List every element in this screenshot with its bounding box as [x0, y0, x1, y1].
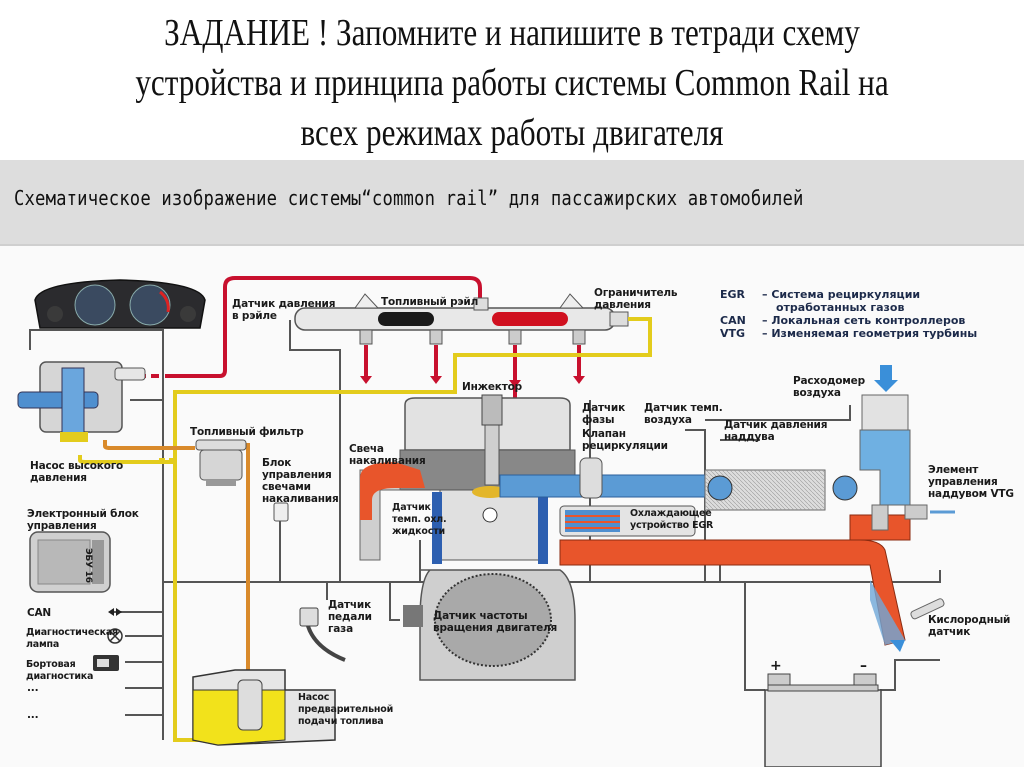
glow-plug-control-unit [273, 502, 289, 522]
slide-title: ЗАДАНИЕ ! Запомните и напишите в тетради… [92, 8, 932, 158]
label-injector: Инжектор [462, 381, 522, 393]
label-fuel-rail: Топливный рэйл [381, 296, 479, 308]
label-air-temp-sensor: Датчик темп.воздуха [644, 402, 723, 426]
high-pressure-pump [17, 361, 146, 442]
turbocharger [871, 504, 955, 531]
label-more-2: ... [27, 709, 39, 721]
ecu-badge: ЭБУ 16 [83, 548, 93, 583]
label-more-1: ... [27, 682, 39, 694]
instrument-cluster [34, 279, 206, 329]
diagnostic-lamp-icon [107, 628, 123, 644]
fuel-rail [294, 293, 629, 345]
fuel-filter [195, 439, 247, 486]
diagram-caption: Схематическое изображение системы“common… [14, 186, 804, 210]
oxygen-sensor [910, 598, 945, 620]
abbreviation-legend: EGR– Система рециркуляции отработанных г… [720, 288, 977, 340]
fuel-tank [192, 669, 336, 746]
ecu-box [29, 531, 111, 593]
battery [764, 673, 882, 767]
label-can: CAN [27, 607, 52, 619]
egr-cooler [559, 457, 696, 537]
engine [359, 394, 576, 681]
title-line-3: всех режимах работы двигателя [300, 112, 724, 154]
battery-minus: – [860, 658, 867, 674]
legend-egr: EGR– Система рециркуляции [720, 288, 921, 301]
title-line-2: устройства и принципа работы системы Com… [135, 62, 889, 104]
label-fuel-filter: Топливный фильтр [190, 426, 304, 438]
exhaust-path [559, 514, 911, 652]
legend-can: CAN– Локальная сеть контроллеров [720, 314, 966, 327]
legend-vtg: VTG– Изменяемая геометрия турбины [720, 327, 978, 340]
intake-path [499, 365, 911, 511]
legend-egr-line2: отработанных газов [776, 301, 905, 314]
accelerator-pedal [299, 607, 346, 662]
battery-plus: + [770, 658, 782, 674]
can-icon [108, 608, 122, 616]
diagram-banner: Схематическое изображение системы“common… [0, 160, 1024, 246]
rail-outlet-arrows [360, 376, 585, 388]
onboard-diagnostic-icon [93, 655, 119, 671]
title-line-1: ЗАДАНИЕ ! Запомните и напишите в тетради… [164, 12, 860, 54]
fuel-feed-lines [78, 317, 652, 742]
